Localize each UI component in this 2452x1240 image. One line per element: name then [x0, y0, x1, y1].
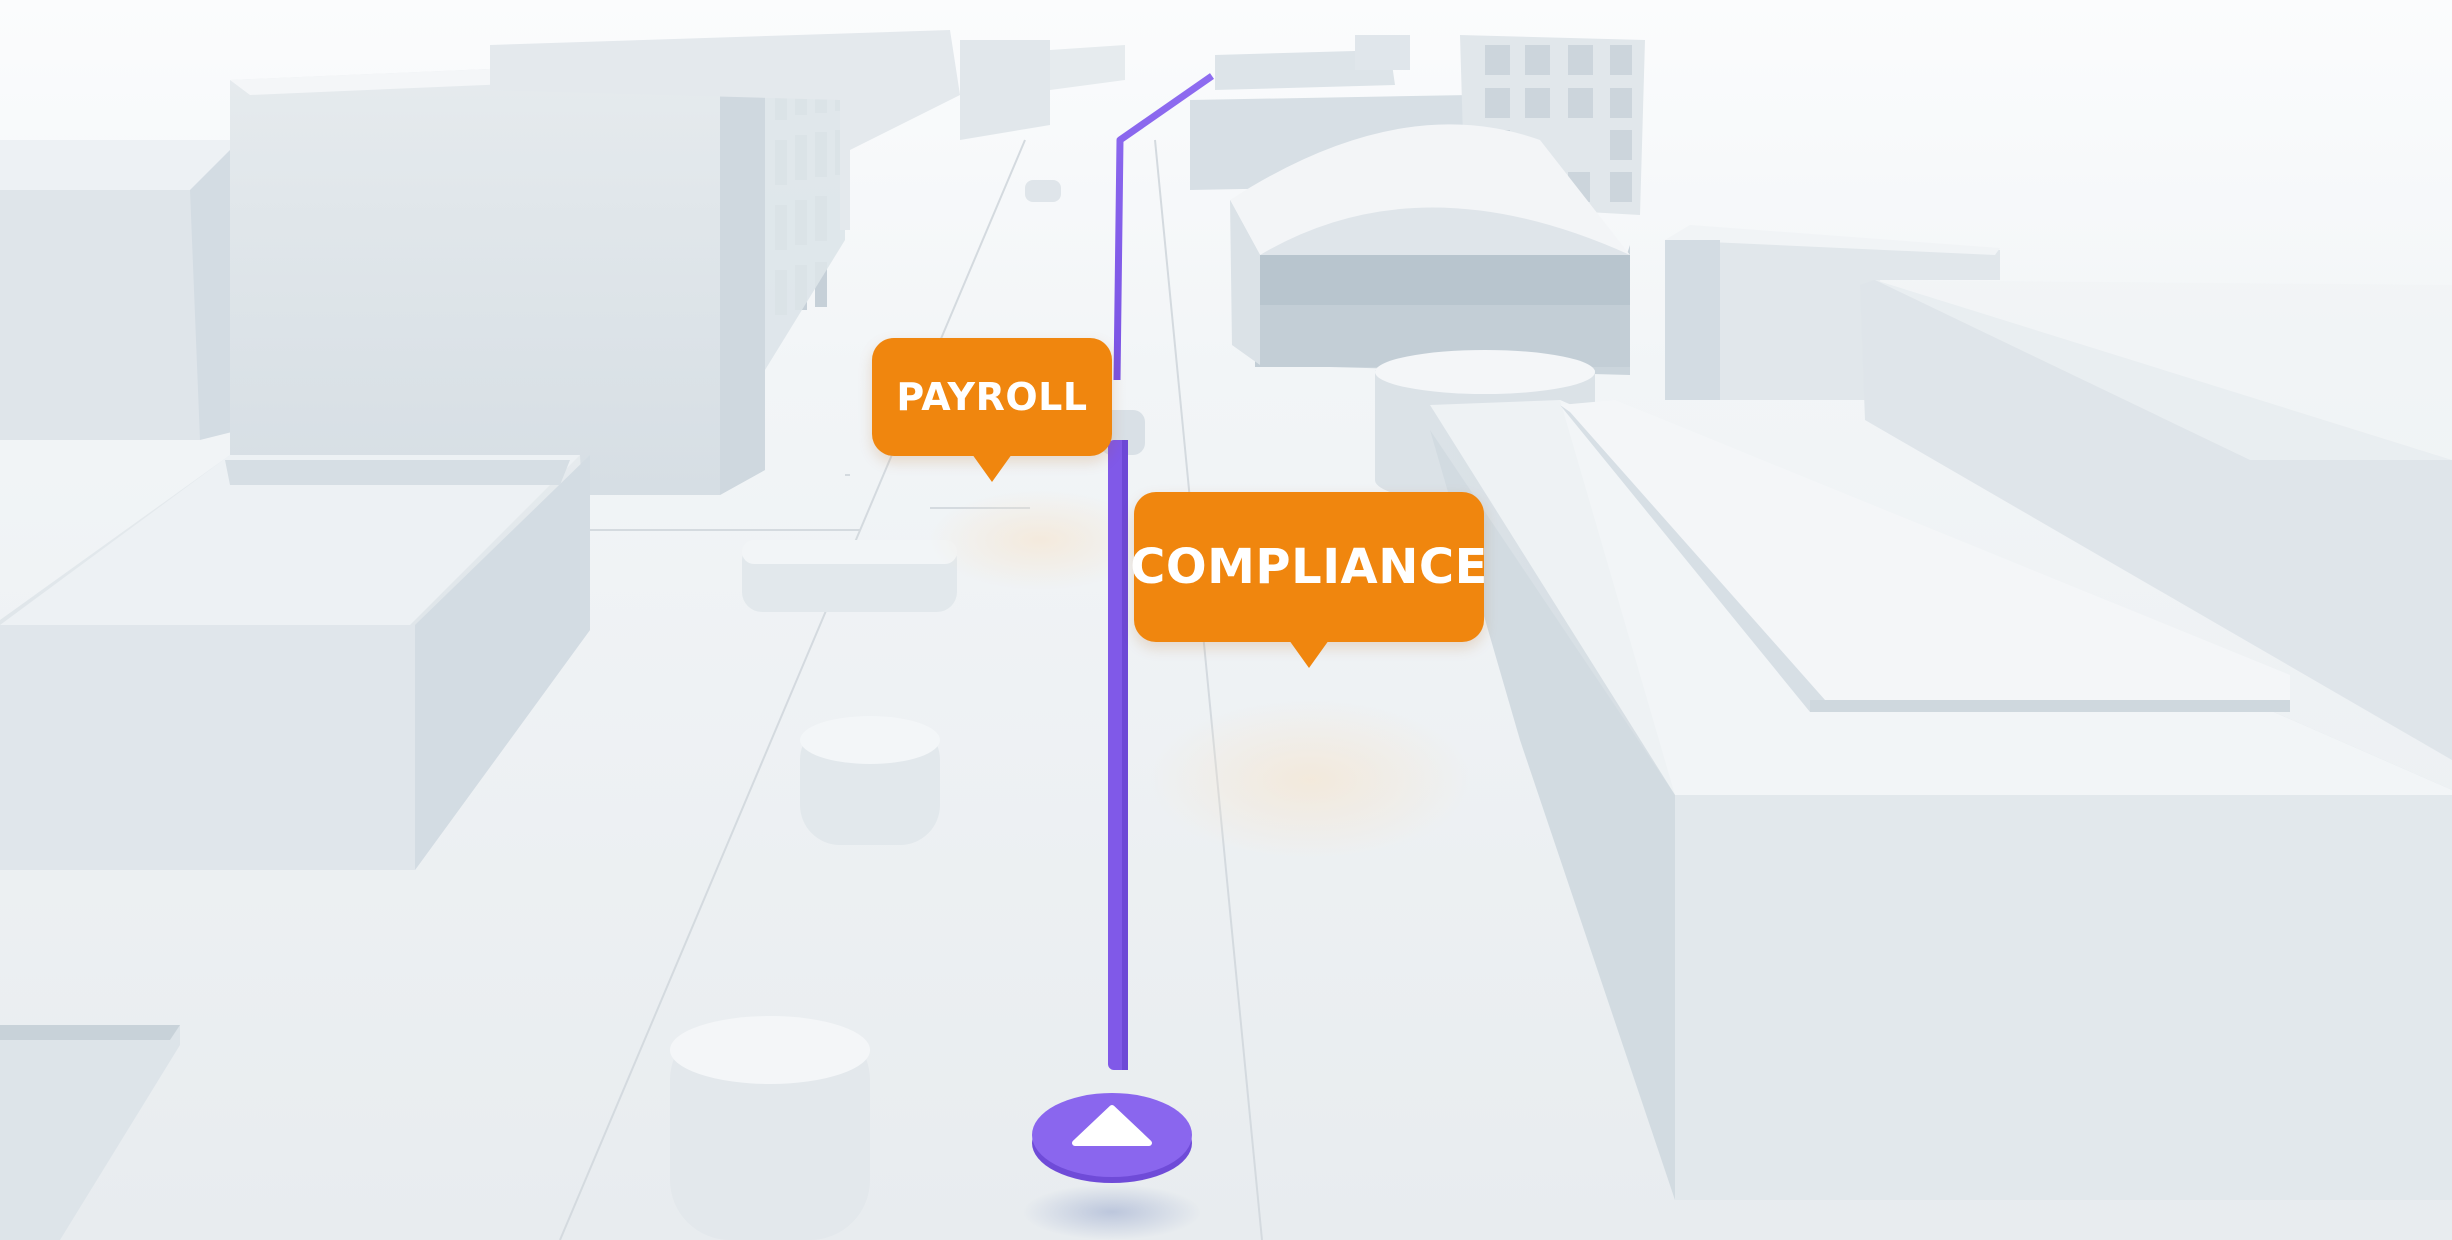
glow: [930, 490, 1150, 590]
building-vaulted: [1230, 124, 1630, 375]
current-location-marker[interactable]: [1032, 1085, 1192, 1187]
building-foreground-right: [1430, 400, 2452, 1200]
building-far-left: [0, 140, 240, 440]
marker-shadow: [1022, 1184, 1202, 1240]
street-lines: [559, 139, 1263, 1240]
navigation-arrow-icon: [1072, 1105, 1152, 1146]
glow: [1150, 700, 1470, 860]
route-line: [1108, 73, 1214, 1070]
building-back-left: [490, 30, 1125, 230]
building-lower-left: [0, 455, 590, 870]
label-payroll-text: PAYROLL: [896, 375, 1088, 419]
label-compliance-text: COMPLIANCE: [1130, 539, 1488, 595]
label-pointer: [972, 454, 1012, 482]
street-objects: [670, 180, 1145, 1240]
building-right-mid: [1665, 225, 2000, 400]
label-pointer: [1289, 640, 1329, 668]
building-bottom-left: [0, 1025, 180, 1240]
building-far-right: [1860, 280, 2452, 760]
label-payroll[interactable]: PAYROLL: [872, 338, 1112, 482]
building-tower-left: [230, 60, 847, 495]
label-compliance[interactable]: COMPLIANCE: [1130, 492, 1487, 668]
